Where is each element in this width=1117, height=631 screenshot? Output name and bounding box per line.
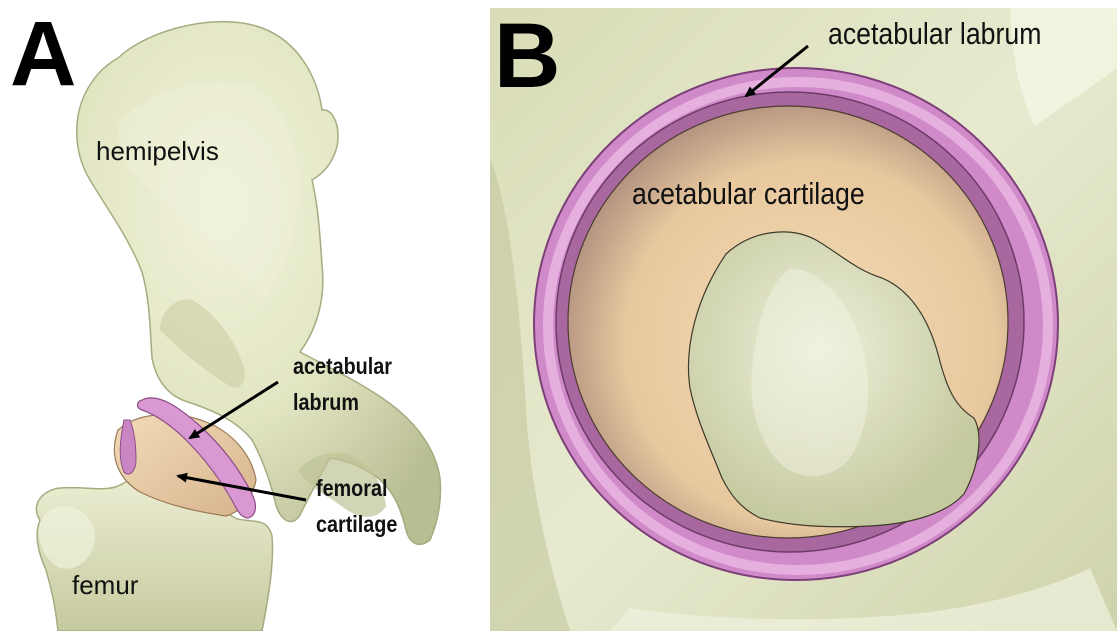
panel-a: A hemipelvis acetabular labrum femoral c… — [0, 0, 485, 631]
acetabular-labrum-label-b: acetabular labrum — [828, 16, 1041, 52]
labrum-line-2: labrum — [293, 384, 392, 420]
panel-b-letter: B — [494, 10, 558, 102]
femur-label: femur — [72, 570, 138, 601]
hemipelvis-label: hemipelvis — [96, 136, 219, 167]
labrum-line-1: acetabular — [293, 348, 392, 384]
acetabular-labrum-label-a: acetabular labrum — [293, 348, 392, 420]
panel-b-illustration — [490, 8, 1117, 631]
cartilage-line-1: femoral — [316, 470, 397, 506]
femoral-cartilage-label: femoral cartilage — [316, 470, 397, 542]
panel-b: B acetabular labrum acetabular cartilage — [490, 8, 1117, 631]
cartilage-line-2: cartilage — [316, 506, 397, 542]
panel-a-letter: A — [10, 8, 74, 100]
acetabular-cartilage-label: acetabular cartilage — [632, 176, 865, 212]
